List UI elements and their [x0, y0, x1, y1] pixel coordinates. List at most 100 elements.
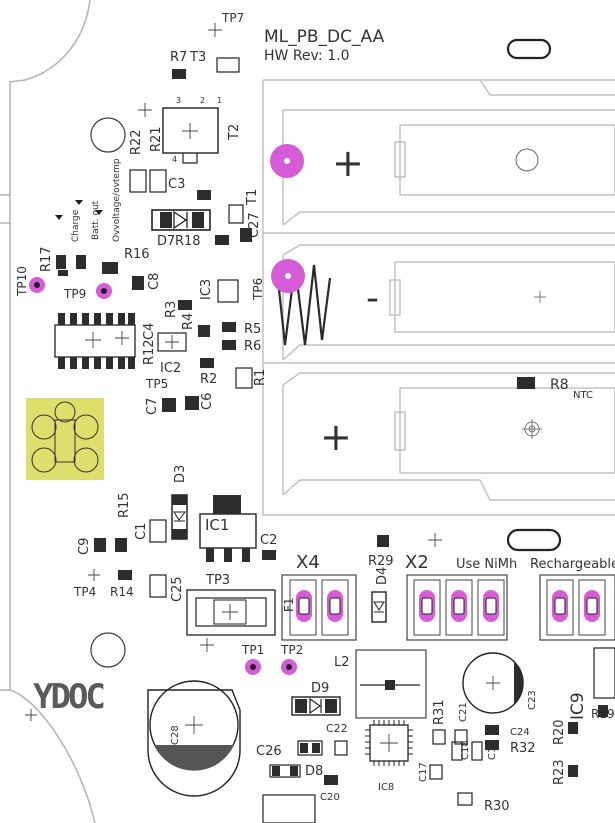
- via-hole: [285, 273, 291, 279]
- note-use-nimh: Use NiMh: [456, 557, 517, 572]
- via-hole: [250, 664, 256, 670]
- transistor-t2: 3 2 1 4: [162, 96, 222, 164]
- diode-symbol: [373, 601, 385, 613]
- capacitor-c18: [451, 741, 463, 761]
- label-ic8: IC8: [378, 782, 394, 793]
- pad: [197, 190, 211, 200]
- crosshair: [200, 638, 214, 652]
- label-t2: T2: [227, 124, 242, 141]
- pad: [312, 743, 320, 753]
- capacitor-c21: [454, 729, 468, 745]
- label-c23: C23: [527, 690, 538, 710]
- resistor-r31: [432, 729, 446, 745]
- label-r8: R8: [550, 377, 569, 393]
- label-c20: C20: [320, 792, 340, 803]
- slot-top: [506, 38, 552, 60]
- resistor-r8: [517, 377, 535, 389]
- ic9: [593, 647, 615, 699]
- crosshair: [208, 23, 222, 37]
- via-hole: [34, 282, 40, 288]
- label-r1: R1: [253, 369, 268, 386]
- ydoc-logo: YDOC: [33, 677, 103, 717]
- label-c8: C8: [147, 273, 162, 290]
- label-r18: R18: [175, 234, 201, 249]
- label-r21: R21: [149, 126, 164, 152]
- capacitor-c7: [162, 398, 176, 412]
- pad: [272, 766, 280, 776]
- crosshair: [88, 569, 100, 581]
- usb-connector-area: [26, 398, 104, 480]
- label-d8: D8: [305, 764, 323, 779]
- resistor-r29: [377, 535, 389, 547]
- led-ovtemp-label: Ovvoltage/ovtemp: [112, 158, 122, 242]
- capacitor-c26: [297, 740, 323, 756]
- pad: [198, 325, 210, 337]
- resistor-r30: [457, 792, 473, 806]
- resistor-r19: [598, 705, 608, 717]
- pad: [300, 743, 308, 753]
- diode-d9: [291, 696, 341, 716]
- resistor-r16: [102, 262, 118, 274]
- label-d9: D9: [311, 681, 329, 696]
- label-c26: C26: [256, 744, 282, 759]
- capacitor-c9: [94, 538, 106, 552]
- label-c7: C7: [145, 398, 160, 415]
- resistor-r3: [178, 300, 192, 310]
- crosshair: [25, 709, 37, 721]
- pad: [215, 235, 229, 245]
- inductor-l2: [355, 649, 427, 719]
- board-revision: HW Rev: 1.0: [264, 48, 349, 64]
- label-f1: F1: [282, 597, 296, 612]
- mounting-hole: [90, 632, 126, 668]
- resistor-r20: [568, 722, 578, 734]
- label-tp9: TP9: [63, 287, 86, 301]
- ic8: [365, 720, 413, 766]
- label-r7: R7: [170, 50, 187, 65]
- diode-d7: [151, 209, 211, 231]
- svg-text:3: 3: [176, 96, 181, 105]
- label-tp10: TP10: [15, 266, 29, 297]
- label-r14: R14: [110, 585, 134, 599]
- transistor-t3: [216, 57, 240, 73]
- via-hole: [284, 158, 290, 164]
- connector-x1: [539, 574, 615, 641]
- resistor-r14: [118, 570, 132, 580]
- label-r3: R3: [164, 301, 179, 318]
- label-c17: C17: [418, 762, 429, 782]
- label-c1: C1: [134, 523, 149, 540]
- plus-mark: +: [332, 141, 364, 185]
- resistor-r2: [200, 358, 214, 368]
- board-name: ML_PB_DC_AA: [264, 27, 385, 47]
- label-c25: C25: [170, 576, 185, 602]
- label-c18: C18: [460, 740, 471, 760]
- connector-x2: [406, 574, 508, 641]
- svg-text:2: 2: [200, 96, 205, 105]
- battery-center-mark: [522, 419, 542, 439]
- switch-tp3: [186, 589, 276, 636]
- label-c24: C24: [510, 727, 530, 738]
- capacitor-c1: [149, 519, 167, 543]
- led-batt-out-label: Batt. out: [91, 200, 101, 240]
- ic3: [217, 279, 239, 303]
- capacitor-c23: [462, 652, 524, 714]
- label-c22: C22: [326, 722, 348, 735]
- label-r30: R30: [484, 799, 510, 814]
- crosshair: [138, 103, 152, 117]
- capacitor-c3: [149, 169, 167, 193]
- capacitor-c2: [262, 550, 276, 560]
- note-rechargeable: Rechargeable: [530, 557, 615, 572]
- label-r4: R4: [181, 313, 196, 330]
- plus-mark: +: [320, 415, 352, 459]
- label-c2: C2: [260, 533, 277, 548]
- label-r16: R16: [124, 247, 150, 262]
- capacitor-c20: [324, 775, 338, 785]
- transistor-t1: [228, 204, 244, 224]
- minus-mark: -: [366, 278, 379, 319]
- ic-dip-package: [54, 313, 136, 369]
- label-ic1: IC1: [205, 516, 229, 534]
- mounting-hole: [90, 117, 126, 153]
- battery-spring: [276, 264, 332, 346]
- resistor-r1: [235, 367, 253, 389]
- label-tp3: TP3: [205, 573, 230, 588]
